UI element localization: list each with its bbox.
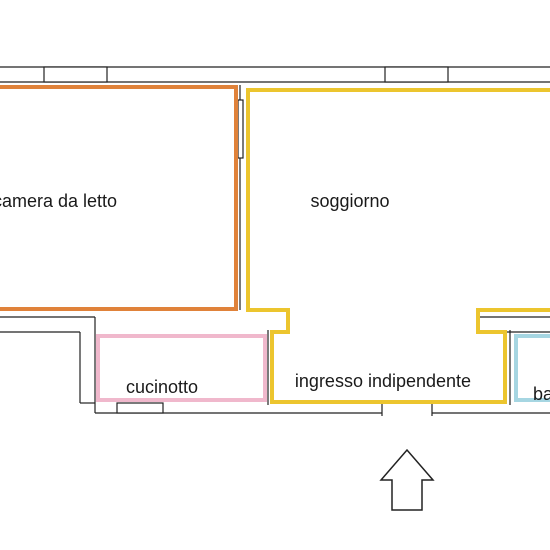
room-kitchen-outline — [96, 334, 267, 402]
room-living-entrance-outline — [246, 88, 550, 404]
kitchen-window — [116, 402, 164, 414]
partition-door — [237, 99, 244, 159]
room-label-bedroom: camera da letto — [0, 191, 117, 211]
windows — [43, 66, 449, 416]
bedroom-window — [43, 66, 108, 83]
room-label-entrance: ingresso indipendente — [295, 371, 471, 391]
room-label-living: soggiorno — [310, 191, 389, 211]
room-label-bathroom: bagno — [533, 384, 550, 404]
walls — [0, 66, 550, 414]
room-bedroom-outline — [0, 85, 238, 311]
entrance-door-gap — [382, 404, 432, 416]
room-label-kitchen: cucinotto — [126, 377, 198, 397]
arrow-up-outline-icon — [379, 448, 435, 511]
room-bathroom-outline — [514, 334, 550, 402]
living-window — [384, 66, 449, 83]
